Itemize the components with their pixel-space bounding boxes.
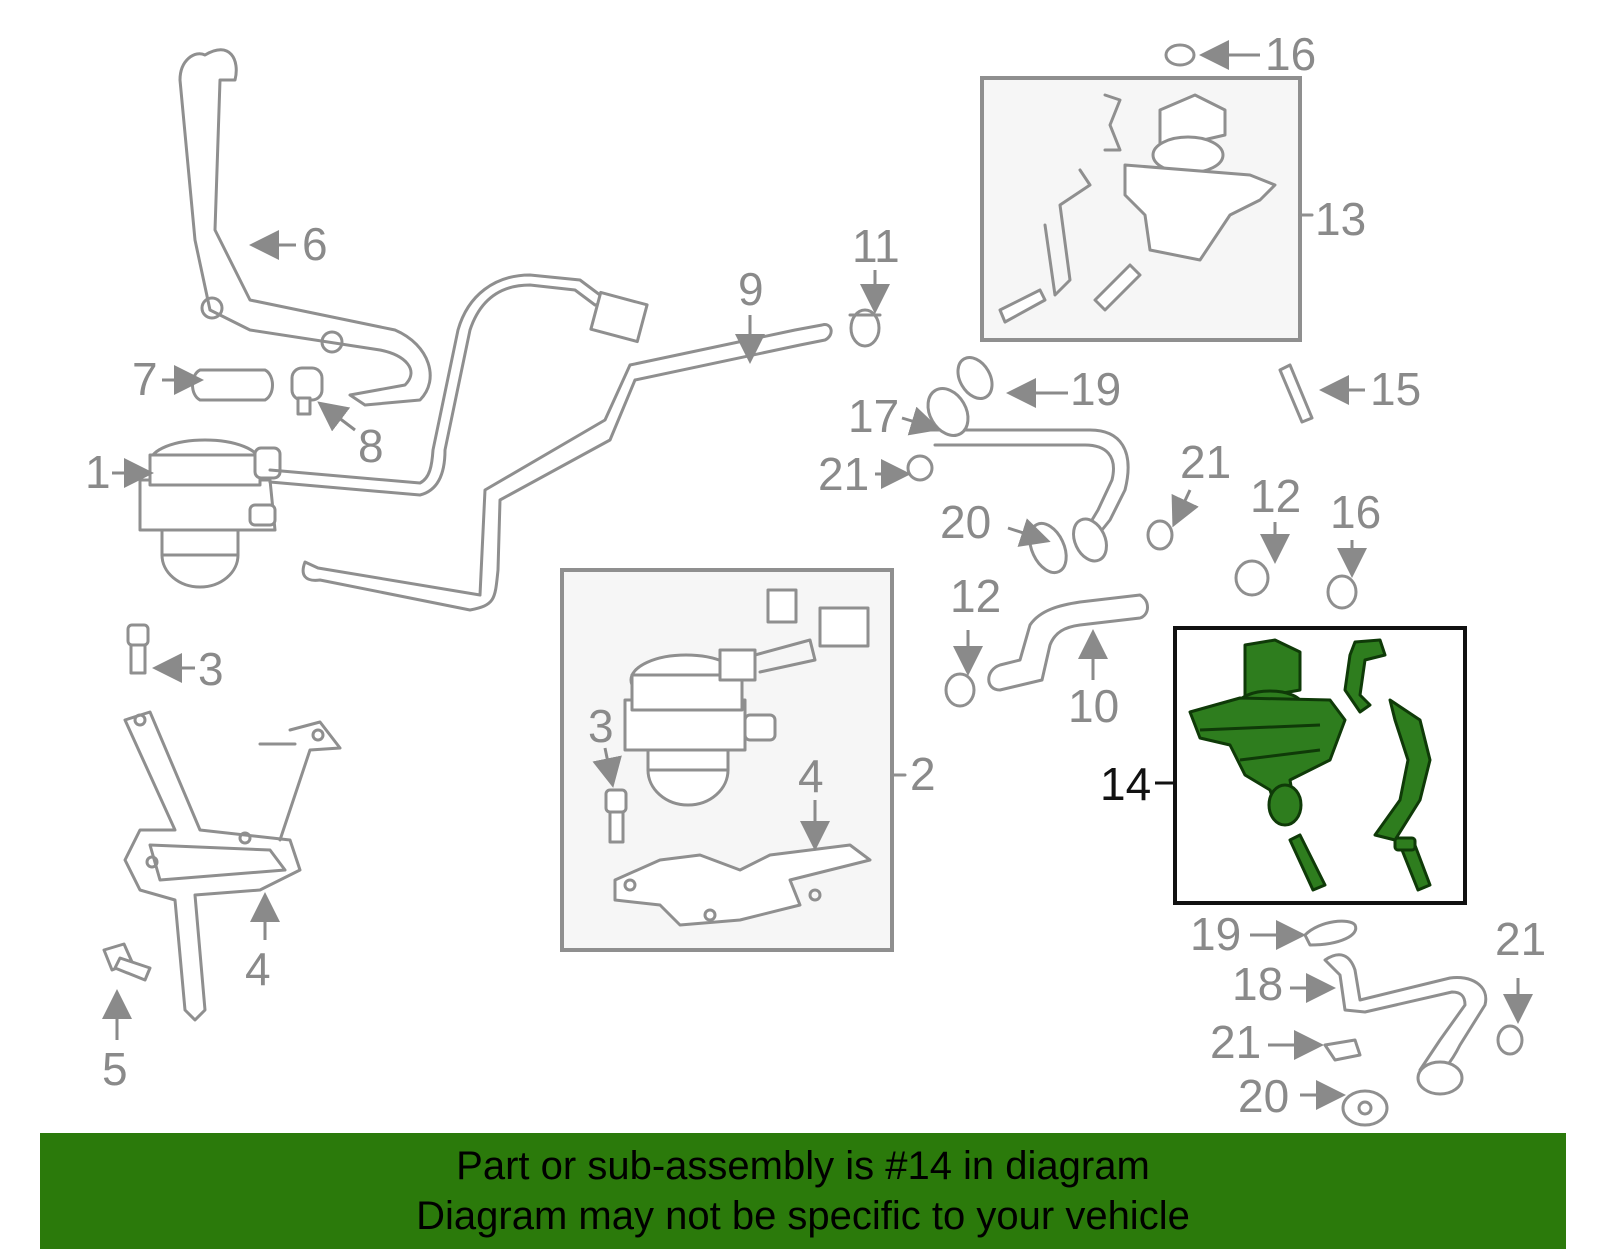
- box-13-assembly: [980, 76, 1314, 342]
- callout-9: 9: [735, 263, 765, 364]
- svg-text:13: 13: [1315, 193, 1366, 245]
- callout-20-a: 20: [940, 496, 1051, 548]
- part-16-nut-top: [1164, 43, 1196, 67]
- svg-text:9: 9: [738, 263, 764, 315]
- callout-13: 13: [1315, 193, 1366, 245]
- svg-text:4: 4: [798, 750, 824, 802]
- svg-text:11: 11: [852, 220, 900, 272]
- callout-18: 18: [1232, 958, 1336, 1010]
- callout-21-a: 21: [818, 448, 911, 500]
- part-6-tube: [178, 48, 432, 407]
- svg-text:17: 17: [848, 390, 899, 442]
- part-1-pump: [138, 438, 282, 589]
- callout-17: 17: [848, 390, 941, 442]
- svg-text:2: 2: [910, 748, 936, 800]
- svg-text:1: 1: [85, 446, 111, 498]
- callout-16-right: 16: [1330, 486, 1381, 578]
- svg-text:3: 3: [198, 643, 224, 695]
- box-14-assembly-highlighted: [1155, 626, 1467, 905]
- callout-2: 2: [910, 748, 936, 800]
- callout-12-a: 12: [950, 570, 1001, 676]
- svg-text:21: 21: [1180, 436, 1231, 488]
- svg-text:8: 8: [358, 420, 384, 472]
- svg-text:20: 20: [940, 496, 991, 548]
- svg-text:10: 10: [1068, 680, 1119, 732]
- svg-text:21: 21: [818, 448, 869, 500]
- svg-text:12: 12: [1250, 470, 1301, 522]
- banner-line-1: Part or sub-assembly is #14 in diagram: [456, 1144, 1150, 1188]
- callout-21-c: 21: [1495, 913, 1546, 1024]
- part-20-gasket-lower: [1341, 1089, 1389, 1127]
- part-18-pipe: [1323, 953, 1488, 1096]
- svg-text:19: 19: [1070, 363, 1121, 415]
- callout-6: 6: [249, 218, 328, 270]
- callout-10: 10: [1068, 629, 1119, 732]
- banner-line-2: Diagram may not be specific to your vehi…: [416, 1194, 1190, 1238]
- svg-text:21: 21: [1495, 913, 1546, 965]
- callout-14: 14: [1100, 758, 1151, 810]
- part-19-gasket-lower: [1303, 919, 1358, 947]
- svg-text:12: 12: [950, 570, 1001, 622]
- callout-19-lower: 19: [1190, 908, 1306, 960]
- callout-4-left: 4: [245, 892, 280, 995]
- svg-text:20: 20: [1238, 1070, 1289, 1122]
- svg-text:3: 3: [588, 700, 614, 752]
- part-12-clamp-a: [944, 672, 976, 708]
- callout-21-b: 21: [1171, 436, 1231, 528]
- svg-text:19: 19: [1190, 908, 1241, 960]
- svg-text:15: 15: [1370, 363, 1421, 415]
- part-3-sensor-left: [126, 623, 150, 675]
- callout-1: 1: [85, 446, 154, 498]
- part-20-gasket-a: [1028, 517, 1108, 575]
- svg-text:7: 7: [132, 353, 158, 405]
- part-15-pin: [1278, 363, 1314, 424]
- part-10-hose: [987, 593, 1149, 692]
- callout-21-d: 21: [1210, 1016, 1324, 1068]
- part-9-hose: [268, 273, 833, 612]
- part-21-nut-a: [906, 454, 934, 482]
- part-21-bracket-d: [1323, 1038, 1362, 1062]
- svg-text:4: 4: [245, 943, 271, 995]
- callout-15: 15: [1319, 363, 1421, 415]
- part-11-clamp: [848, 308, 882, 348]
- box-2-assembly: [560, 568, 907, 952]
- callout-3-left: 3: [152, 643, 224, 695]
- svg-text:5: 5: [102, 1043, 128, 1095]
- callout-16-top: 16: [1199, 28, 1316, 80]
- callout-3-box2: 3: [588, 700, 622, 788]
- info-banner: Part or sub-assembly is #14 in diagram D…: [40, 1133, 1566, 1249]
- svg-text:18: 18: [1232, 958, 1283, 1010]
- part-12-clamp-b: [1234, 559, 1270, 597]
- part-8-clamp: [290, 366, 324, 416]
- part-21-nut-b: [1146, 519, 1174, 551]
- svg-text:16: 16: [1330, 486, 1381, 538]
- callout-5: 5: [102, 989, 132, 1095]
- part-4-bracket-left: [123, 710, 342, 1022]
- part-21-nut-c: [1496, 1024, 1524, 1056]
- svg-text:16: 16: [1265, 28, 1316, 80]
- svg-text:6: 6: [302, 218, 328, 270]
- callout-20-lower: 20: [1238, 1070, 1346, 1122]
- callout-7: 7: [132, 353, 204, 405]
- svg-text:14: 14: [1100, 758, 1151, 810]
- callout-12-b: 12: [1250, 470, 1301, 564]
- callout-4-box2: 4: [798, 750, 830, 851]
- callout-19-top: 19: [1006, 363, 1121, 415]
- part-16-nut-right: [1326, 574, 1358, 610]
- part-7-hose: [191, 368, 274, 402]
- callout-11: 11: [852, 220, 900, 314]
- svg-text:21: 21: [1210, 1016, 1261, 1068]
- part-5-bolt: [102, 942, 152, 982]
- callout-8: 8: [317, 401, 384, 472]
